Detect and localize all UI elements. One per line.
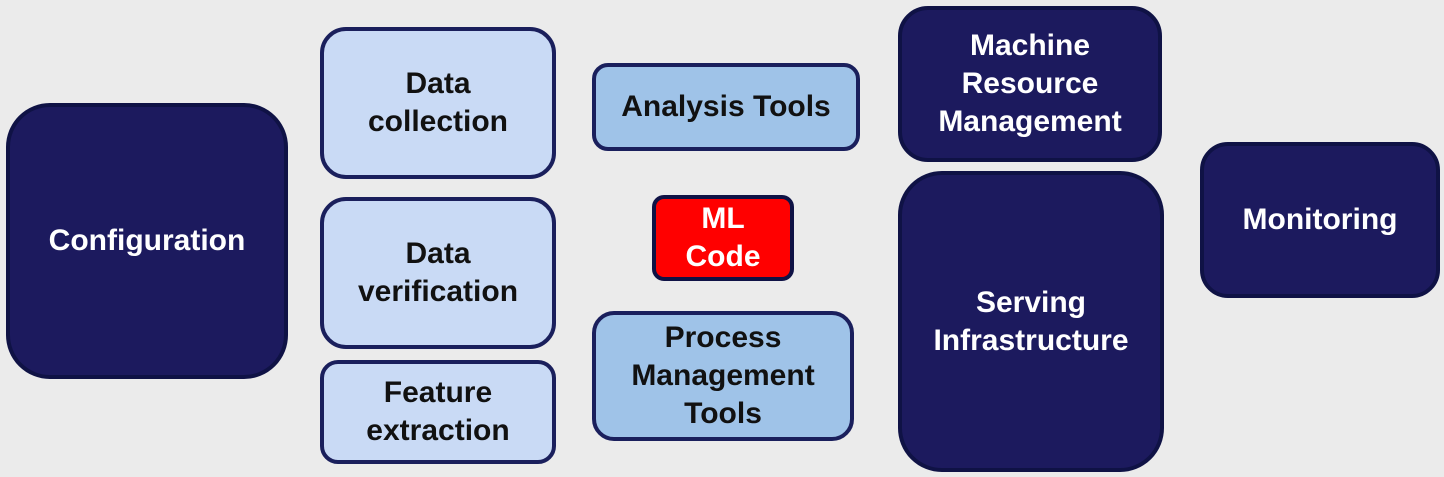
data-verification-box: Data verification <box>320 197 556 349</box>
serving-infrastructure-box: Serving Infrastructure <box>898 171 1164 472</box>
machine-resource-management-box: Machine Resource Management <box>898 6 1162 162</box>
monitoring-box: Monitoring <box>1200 142 1440 298</box>
data-collection-box: Data collection <box>320 27 556 179</box>
configuration-box: Configuration <box>6 103 288 379</box>
process-management-tools-box: Process Management Tools <box>592 311 854 441</box>
analysis-tools-box: Analysis Tools <box>592 63 860 151</box>
feature-extraction-box: Feature extraction <box>320 360 556 464</box>
ml-code-box: ML Code <box>652 195 794 281</box>
